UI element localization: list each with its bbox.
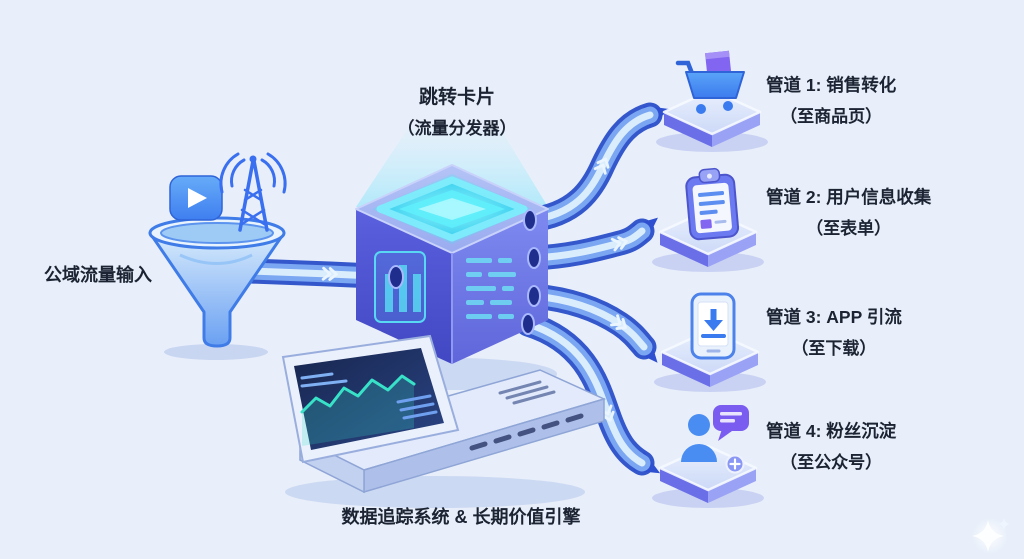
phone-download-icon [690,292,736,360]
pipeline-4-subtitle: （至公众号） [780,453,883,472]
sparkle-icon [972,518,1010,554]
distributor-title: 跳转卡片 [418,87,495,108]
tracking-label: 数据追踪系统 & 长期价值引擎 [341,507,581,527]
play-button-icon [169,175,223,221]
pipeline-3-subtitle: （至下载） [791,339,877,358]
platform-1 [656,88,768,152]
pipeline-1-subtitle: （至商品页） [780,107,883,126]
pipeline-2-title: 管道 2: 用户信息收集 [766,187,932,207]
pipe-1 [517,102,670,233]
cube-code-glyph [466,258,516,319]
tracking-console [281,334,607,508]
pipeline-1-label: 管道 1: 销售转化 （至商品页） [766,72,896,127]
pipeline-2-subtitle: （至表单） [806,219,892,238]
pipe-4 [515,311,661,476]
pipe-2 [521,217,658,271]
distributor-cube [355,164,549,364]
distributor-label: 跳转卡片 （流量分发器） [347,82,567,139]
user-chat-icon [681,405,749,474]
pipeline-3-label: 管道 3: APP 引流 （至下载） [766,304,902,359]
pipe-3 [521,283,658,363]
clipboard-icon [685,167,740,241]
distributor-subtitle: （流量分发器） [397,119,517,138]
radio-tower-icon [219,152,287,232]
pipeline-4-title: 管道 4: 粉丝沉淀 [766,421,897,441]
shopping-cart-icon [675,50,745,114]
pipeline-1-title: 管道 1: 销售转化 [766,75,897,95]
pipeline-2-label: 管道 2: 用户信息收集 （至表单） [766,184,931,239]
pipeline-4-label: 管道 4: 粉丝沉淀 （至公众号） [766,418,896,473]
input-label: 公域流量输入 [44,265,152,285]
funnel-icon [148,216,286,360]
pipeline-3-title: 管道 3: APP 引流 [766,307,902,327]
pipe-connector-rings [388,209,541,335]
